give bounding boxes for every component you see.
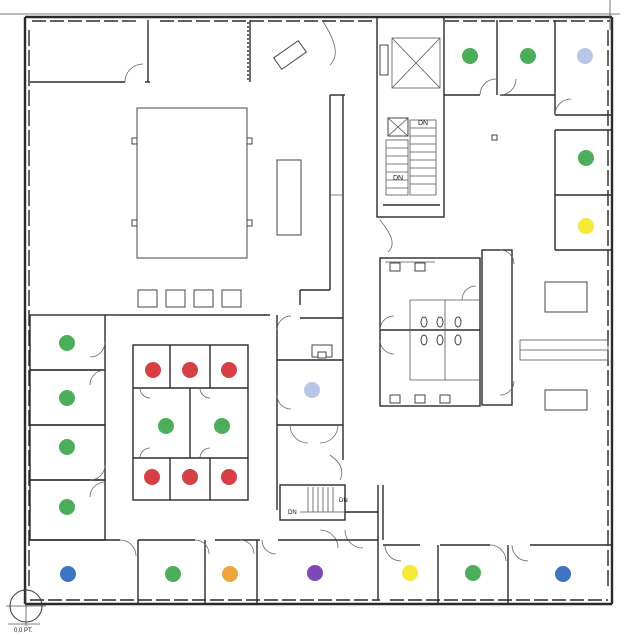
cubicle-cluster xyxy=(132,344,249,501)
marker-red-6[interactable] xyxy=(221,469,237,485)
marker-yellow-bottom[interactable] xyxy=(402,565,418,581)
marker-green-left-4[interactable] xyxy=(59,499,75,515)
stair-dn-label-3: DN xyxy=(288,510,297,516)
marker-red-2[interactable] xyxy=(182,362,198,378)
elevator-stair-core: DN DN xyxy=(376,16,445,253)
equipment-box-1 xyxy=(544,281,588,313)
elevator-cab xyxy=(391,37,441,89)
marker-blue-bottom-right[interactable] xyxy=(555,566,571,582)
top-right-offices xyxy=(444,20,612,251)
outer-walls xyxy=(0,0,620,625)
marker-green-top-2[interactable] xyxy=(520,48,536,64)
marker-blue-bottom-left[interactable] xyxy=(60,566,76,582)
marker-green-center-2[interactable] xyxy=(214,418,230,434)
stair-dn-label-4: DN xyxy=(339,498,348,504)
stair-treads xyxy=(383,119,440,206)
upper-left-rooms xyxy=(30,19,345,308)
marker-purple-bottom[interactable] xyxy=(307,565,323,581)
bottom-offices xyxy=(30,539,612,604)
origin-marker: 0,0 PT. xyxy=(6,586,46,634)
middle-rooms xyxy=(276,305,344,510)
restroom-core xyxy=(379,249,609,411)
stair-dn-label-2: DN xyxy=(393,175,403,182)
marker-red-3[interactable] xyxy=(221,362,237,378)
table-angled xyxy=(273,39,307,71)
marker-green-left-1[interactable] xyxy=(59,335,75,351)
marker-green-left-3[interactable] xyxy=(59,439,75,455)
origin-label: 0,0 PT. xyxy=(14,628,33,634)
marker-green-left-2[interactable] xyxy=(59,390,75,406)
marker-green-bottom-1[interactable] xyxy=(165,566,181,582)
left-offices xyxy=(29,314,270,541)
marker-lightblue-mid[interactable] xyxy=(304,382,320,398)
marker-yellow-right[interactable] xyxy=(578,218,594,234)
marker-red-4[interactable] xyxy=(144,469,160,485)
marker-red-1[interactable] xyxy=(145,362,161,378)
marker-green-right-1[interactable] xyxy=(578,150,594,166)
credenza xyxy=(276,159,302,236)
marker-green-bottom-2[interactable] xyxy=(465,565,481,581)
marker-lightblue-top[interactable] xyxy=(577,48,593,64)
marker-green-top-1[interactable] xyxy=(462,48,478,64)
stair-dn-label-1: DN xyxy=(418,120,428,127)
occupancy-markers xyxy=(59,48,594,582)
lower-stair: DN DN xyxy=(279,484,384,600)
marker-green-center-1[interactable] xyxy=(158,418,174,434)
conference-table xyxy=(136,107,248,259)
marker-orange-bottom[interactable] xyxy=(222,566,238,582)
marker-red-5[interactable] xyxy=(182,469,198,485)
equipment-box-2 xyxy=(544,389,588,411)
